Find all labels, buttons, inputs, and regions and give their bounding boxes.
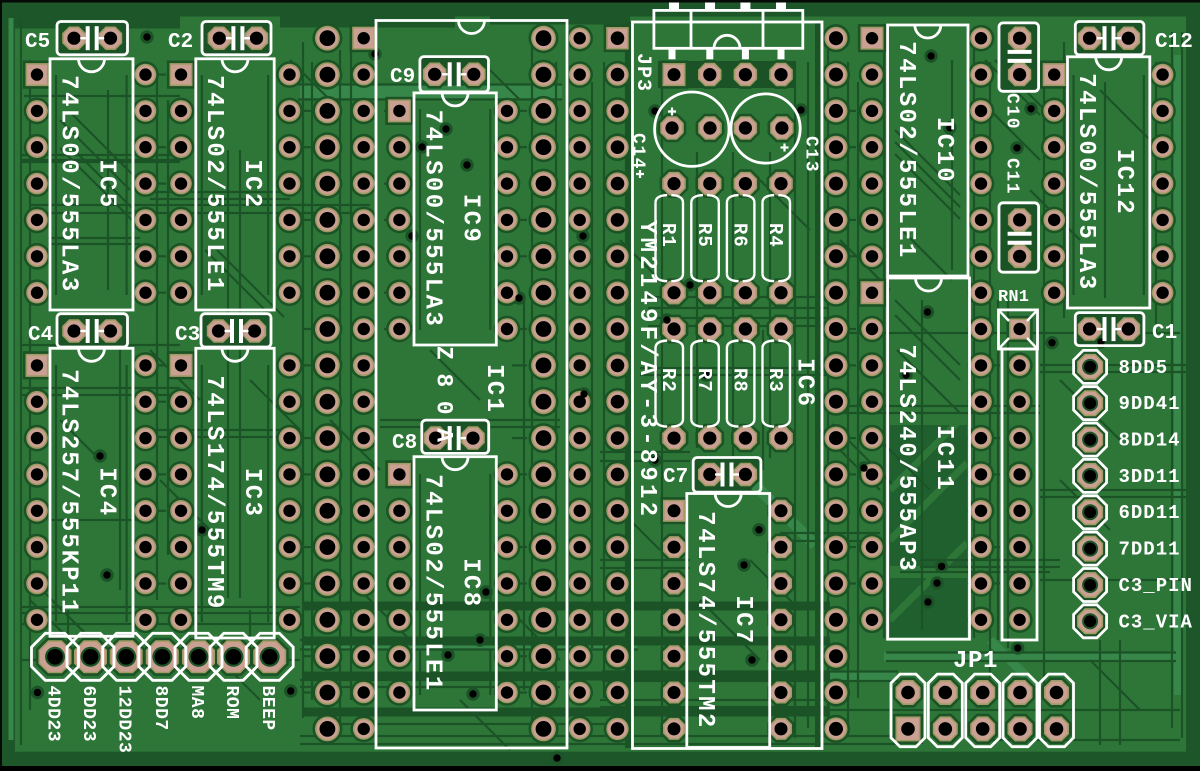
svg-text:IC8: IC8 — [456, 558, 483, 608]
svg-text:IC2: IC2 — [238, 159, 265, 209]
svg-text:74LS257/555KP11: 74LS257/555KP11 — [54, 369, 81, 615]
svg-text:C5: C5 — [25, 31, 50, 54]
svg-text:R1: R1 — [657, 223, 679, 248]
svg-text:IC9: IC9 — [456, 194, 483, 244]
svg-text:R7: R7 — [693, 368, 715, 393]
svg-text:IC11: IC11 — [930, 425, 957, 492]
svg-text:9DD41: 9DD41 — [1119, 393, 1181, 415]
svg-text:R5: R5 — [693, 223, 715, 248]
svg-text:74LS174/555TM9: 74LS174/555TM9 — [200, 376, 227, 611]
svg-text:C11: C11 — [1001, 158, 1021, 195]
svg-text:74LS02/555LE1: 74LS02/555LE1 — [200, 75, 227, 293]
svg-text:R6: R6 — [729, 223, 751, 248]
svg-text:IC6: IC6 — [790, 358, 817, 408]
svg-text:IC1: IC1 — [480, 364, 507, 414]
svg-text:ROM: ROM — [221, 686, 241, 720]
svg-text:C2: C2 — [168, 31, 193, 54]
svg-text:74LS00/555LA3: 74LS00/555LA3 — [418, 110, 445, 328]
svg-text:C8: C8 — [392, 432, 417, 455]
svg-text:8DD7: 8DD7 — [150, 686, 170, 731]
svg-text:3DD11: 3DD11 — [1119, 466, 1181, 488]
svg-text:7DD11: 7DD11 — [1119, 539, 1181, 561]
svg-text:IC12: IC12 — [1110, 149, 1137, 216]
svg-text:74LS240/555AP3: 74LS240/555AP3 — [892, 345, 919, 573]
svg-text:74LS02/555LE1: 74LS02/555LE1 — [892, 41, 919, 259]
svg-text:74LS02/555LE1: 74LS02/555LE1 — [418, 474, 445, 692]
svg-text:JP1: JP1 — [953, 648, 998, 675]
svg-text:6DD23: 6DD23 — [78, 686, 98, 743]
svg-text:C13: C13 — [801, 136, 821, 173]
svg-text:IC7: IC7 — [729, 595, 756, 645]
svg-text:6DD11: 6DD11 — [1119, 502, 1181, 524]
svg-text:C1: C1 — [1152, 322, 1177, 345]
svg-text:C12: C12 — [1155, 31, 1193, 54]
svg-text:8DD5: 8DD5 — [1119, 357, 1169, 379]
svg-text:C7: C7 — [663, 466, 688, 489]
svg-text:R4: R4 — [764, 223, 786, 248]
svg-text:8DD14: 8DD14 — [1119, 430, 1181, 452]
svg-text:JP3: JP3 — [631, 53, 654, 92]
svg-text:R8: R8 — [729, 368, 751, 393]
svg-text:IC10: IC10 — [930, 117, 957, 184]
svg-text:74LS74/555TM2: 74LS74/555TM2 — [691, 511, 718, 729]
svg-text:74LS00/555LA3: 74LS00/555LA3 — [1072, 73, 1099, 291]
svg-text:BEEP: BEEP — [257, 686, 277, 731]
svg-text:MA8: MA8 — [186, 686, 206, 720]
svg-text:IC3: IC3 — [238, 468, 265, 518]
svg-text:C14: C14 — [628, 133, 648, 170]
svg-text:IC5: IC5 — [92, 159, 119, 209]
svg-text:Z80A: Z80A — [430, 346, 456, 456]
svg-text:C3_PIN: C3_PIN — [1119, 575, 1193, 597]
svg-text:R3: R3 — [764, 368, 786, 393]
svg-text:12DD23: 12DD23 — [114, 686, 134, 754]
svg-text:C9: C9 — [390, 66, 415, 89]
svg-text:YM2149F/AY-3-8912: YM2149F/AY-3-8912 — [633, 220, 660, 519]
svg-text:74LS00/555LA3: 74LS00/555LA3 — [54, 75, 81, 293]
svg-text:RN1: RN1 — [998, 288, 1029, 307]
svg-text:C3_VIA: C3_VIA — [1119, 611, 1193, 633]
svg-text:C10: C10 — [1001, 93, 1021, 130]
svg-text:C3: C3 — [175, 324, 200, 347]
svg-text:IC4: IC4 — [92, 467, 119, 517]
svg-text:R2: R2 — [657, 368, 679, 393]
svg-text:4DD23: 4DD23 — [43, 686, 63, 743]
svg-text:C4: C4 — [28, 324, 53, 347]
